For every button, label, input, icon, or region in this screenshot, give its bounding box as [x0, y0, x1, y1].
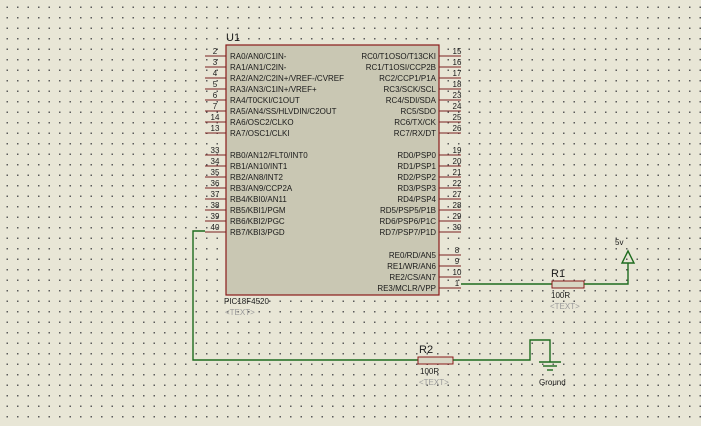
pin-number: 30 [453, 223, 462, 232]
pin-name: RB4/KBI0/AN11 [230, 195, 287, 204]
pin-number: 9 [455, 257, 460, 266]
chip-part-label: PIC18F4520 [224, 297, 269, 306]
pin-number: 39 [211, 212, 220, 221]
pin-number: 26 [453, 124, 462, 133]
pin-number: 28 [453, 201, 462, 210]
ground-label: Ground [539, 378, 566, 387]
pin-number: 4 [213, 69, 218, 78]
pin-name: RB6/KBI2/PGC [230, 217, 285, 226]
pin-number: 37 [211, 190, 220, 199]
pin-name: RD2/PSP2 [397, 173, 436, 182]
pin-name: RC7/RX/DT [394, 129, 436, 138]
pin-name: RE0/RD/AN5 [389, 251, 437, 260]
pin-number: 23 [453, 91, 462, 100]
pin-number: 22 [453, 179, 462, 188]
pin-number: 33 [211, 146, 220, 155]
pin-number: 20 [453, 157, 462, 166]
r1-value-label: 100R [551, 291, 570, 300]
pin-name: RC1/T1OSI/CCP2B [366, 63, 436, 72]
pin-name: RA7/OSC1/CLKI [230, 129, 290, 138]
pin-name: RB5/KBI1/PGM [230, 206, 286, 215]
pin-number: 6 [213, 91, 218, 100]
pin-name: RB1/AN10/INT1 [230, 162, 288, 171]
pin-name: RC4/SDI/SDA [386, 96, 437, 105]
pin-number: 14 [211, 113, 220, 122]
r1-ref-label: R1 [551, 268, 565, 280]
pin-number: 21 [453, 168, 462, 177]
pin-name: RB3/AN9/CCP2A [230, 184, 293, 193]
r2-value-label: 100R [420, 367, 439, 376]
chip-ref-label: U1 [226, 32, 240, 44]
wire-rb7-to-r2[interactable] [192, 230, 418, 361]
pin-name: RA0/AN0/C1IN- [230, 52, 287, 61]
pin-number: 38 [211, 201, 220, 210]
pin-name: RD3/PSP3 [397, 184, 436, 193]
pin-name: RC0/T1OSO/T13CKI [361, 52, 436, 61]
chip-body[interactable] [225, 44, 440, 296]
pin-number: 5 [213, 80, 218, 89]
power-label: 5v [615, 238, 623, 247]
pin-number: 1 [455, 279, 460, 288]
pin-number: 18 [453, 80, 462, 89]
pin-name: RB7/KBI3/PGD [230, 228, 285, 237]
pin-name: RB0/AN12/FLT0/INT0 [230, 151, 308, 160]
r2-text-placeholder: <TEXT> [419, 378, 449, 387]
ground-icon[interactable] [539, 361, 561, 371]
pin-name: RA5/AN4/SS/HLVDIN/C2OUT [230, 107, 337, 116]
pin-number: 10 [453, 268, 462, 277]
r1-text-placeholder: <TEXT> [550, 302, 580, 311]
pin-number: 27 [453, 190, 462, 199]
r2-ref-label: R2 [419, 344, 433, 356]
wire-r2-to-ground[interactable] [453, 339, 551, 362]
pin-name: RD0/PSP0 [397, 151, 436, 160]
pin-name: RA2/AN2/C2IN+/VREF-/CVREF [230, 74, 344, 83]
pin-name: RE2/CS/AN7 [389, 273, 436, 282]
pin-number: 8 [455, 246, 460, 255]
pin-number: 35 [211, 168, 220, 177]
pin-number: 7 [213, 102, 218, 111]
pin-number: 40 [211, 223, 220, 232]
pin-name: RD1/PSP1 [397, 162, 436, 171]
pin-number: 19 [453, 146, 462, 155]
pin-name: RD7/PSP7/P1D [380, 228, 437, 237]
pin-name: RC3/SCK/SCL [384, 85, 437, 94]
pin-name: RD4/PSP4 [397, 195, 436, 204]
pin-name: RC5/SDO [400, 107, 436, 116]
pin-number: 15 [453, 47, 462, 56]
pin-name: RE1/WR/AN6 [387, 262, 436, 271]
pin-number: 13 [211, 124, 220, 133]
chip-text-placeholder: <TEXT> [225, 308, 255, 317]
pin-number: 36 [211, 179, 220, 188]
wire-r1-to-power[interactable] [584, 263, 629, 285]
pin-number: 3 [213, 58, 218, 67]
pin-name: RA1/AN1/C2IN- [230, 63, 287, 72]
pin-number: 29 [453, 212, 462, 221]
pin-name: RA6/OSC2/CLKO [230, 118, 294, 127]
pin-name: RB2/AN8/INT2 [230, 173, 283, 182]
pin-name: RD5/PSP5/P1B [380, 206, 436, 215]
pin-name: RC2/CCP1/P1A [379, 74, 437, 83]
pin-number: 16 [453, 58, 462, 67]
resistor-r1[interactable] [551, 280, 585, 289]
pin-number: 17 [453, 69, 462, 78]
pin-name: RC6/TX/CK [394, 118, 436, 127]
pin-name: RE3/MCLR/VPP [377, 284, 436, 293]
pin-number: 24 [453, 102, 462, 111]
pin-name: RA3/AN3/C1IN+/VREF+ [230, 85, 317, 94]
power-terminal-icon[interactable] [620, 249, 636, 264]
resistor-r2[interactable] [417, 356, 454, 365]
pin-name: RD6/PSP6/P1C [380, 217, 437, 226]
pin-number: 34 [211, 157, 220, 166]
pin-name: RA4/T0CKI/C1OUT [230, 96, 300, 105]
pin-number: 2 [213, 47, 218, 56]
pin-number: 25 [453, 113, 462, 122]
